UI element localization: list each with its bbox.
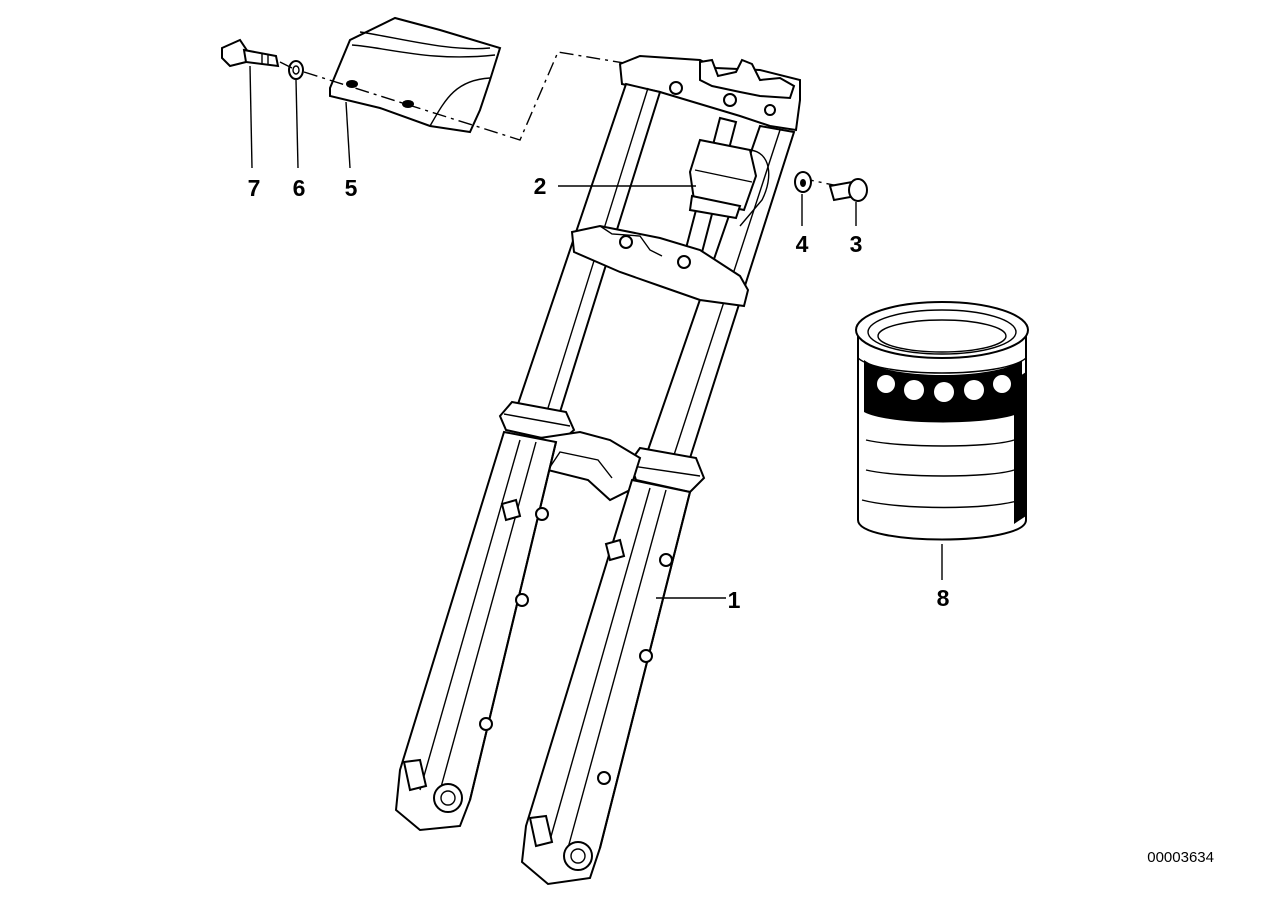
callout-5: 5 (345, 175, 358, 201)
callout-2: 2 (534, 173, 547, 199)
callout-8: 8 (937, 585, 950, 611)
leader-lines (249, 65, 943, 599)
callout-4: 4 (796, 231, 809, 257)
cover-part-5 (329, 16, 502, 134)
callout-1: 1 (728, 587, 741, 613)
callout-3: 3 (850, 231, 863, 257)
front-fork-part-1 (394, 54, 801, 886)
screw-part-3 (828, 178, 868, 202)
callout-7: 7 (248, 175, 261, 201)
washer-part-4 (794, 171, 812, 193)
washer-part-6 (288, 60, 304, 80)
document-id: 00003634 (1147, 849, 1214, 866)
oil-can-part-8 (855, 301, 1029, 541)
bolt-part-7 (221, 38, 280, 68)
callout-6: 6 (293, 175, 306, 201)
